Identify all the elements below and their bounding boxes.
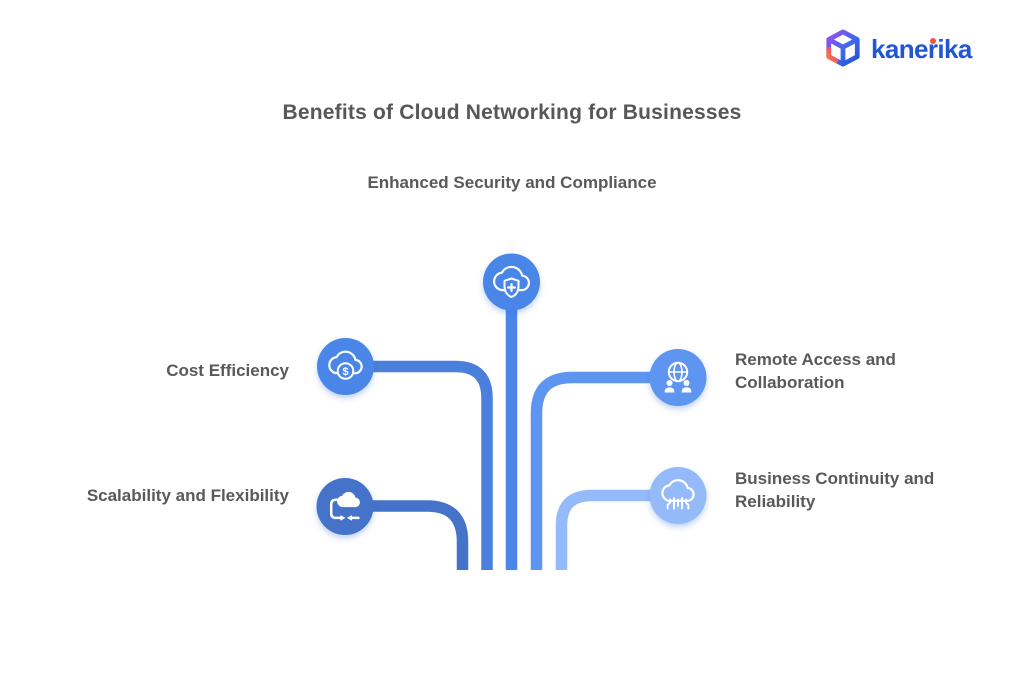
connector-business-continuity — [555, 489, 672, 570]
connector-remote-access — [530, 371, 672, 570]
kanerika-cube-logo-icon — [826, 29, 860, 67]
enhanced-security-node — [483, 253, 540, 311]
page-title: Benefits of Cloud Networking for Busines… — [282, 101, 742, 124]
connector-scalability — [348, 500, 469, 570]
cloud-dollar-icon: $ — [328, 350, 363, 380]
remote-access-circle — [649, 349, 707, 406]
business-continuity-label: Business Continuity and Reliability — [735, 469, 935, 511]
dollar-glyph: $ — [342, 366, 348, 378]
connector-cost-efficiency — [350, 360, 493, 570]
brand-wordmark: kanerika — [871, 36, 972, 62]
cloud-sync-arrows-icon — [329, 491, 360, 521]
remote-access-label: Remote Access and Collaboration — [735, 350, 896, 392]
business-continuity-node — [649, 467, 707, 524]
brand-i-dot — [930, 37, 936, 44]
cost-efficiency-node: $ — [317, 338, 374, 395]
top-node-label: Enhanced Security and Compliance — [367, 173, 657, 192]
remote-access-node — [649, 349, 707, 406]
cost-efficiency-label: Cost Efficiency — [166, 361, 289, 380]
scalability-label: Scalability and Flexibility — [86, 486, 289, 505]
cloud-shield-plus-icon — [493, 265, 530, 298]
globe-people-icon — [664, 361, 692, 393]
cloud-circuit-icon — [661, 478, 695, 510]
brand-name: kanerika — [871, 34, 972, 64]
scalability-node — [316, 478, 374, 535]
kanerika-logo: kanerika — [824, 29, 972, 69]
business-continuity-circle — [649, 467, 707, 524]
